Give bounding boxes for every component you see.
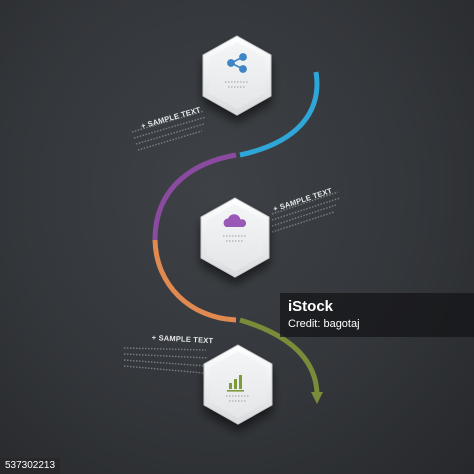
- watermark-credit: Credit: bagotaj: [288, 318, 360, 330]
- step-3-icon-caption: [226, 395, 250, 402]
- timeline-segment-green: [239, 317, 320, 399]
- share-icon: [227, 53, 247, 73]
- watermark-brand: iStock: [288, 298, 334, 315]
- step-1-description: [131, 110, 207, 151]
- step-1-hexagon: [202, 35, 272, 116]
- image-id: 537302213: [0, 458, 60, 474]
- step-2-icon-caption: [223, 235, 247, 242]
- watermark-banner: [280, 293, 474, 337]
- step-3-description: [123, 347, 209, 374]
- timeline-segment-blue: [239, 71, 320, 158]
- timeline-segment-purple: [152, 152, 237, 241]
- step-2-description: [271, 191, 341, 233]
- step-3-hexagon: [203, 344, 273, 425]
- bar-chart-icon: [227, 375, 244, 392]
- timeline-segment-orange: [152, 239, 237, 323]
- timeline-arrow-head: [311, 392, 323, 404]
- step-1-icon-caption: [225, 81, 249, 88]
- step-2-hexagon: [200, 197, 270, 278]
- cloud-icon: [223, 214, 247, 227]
